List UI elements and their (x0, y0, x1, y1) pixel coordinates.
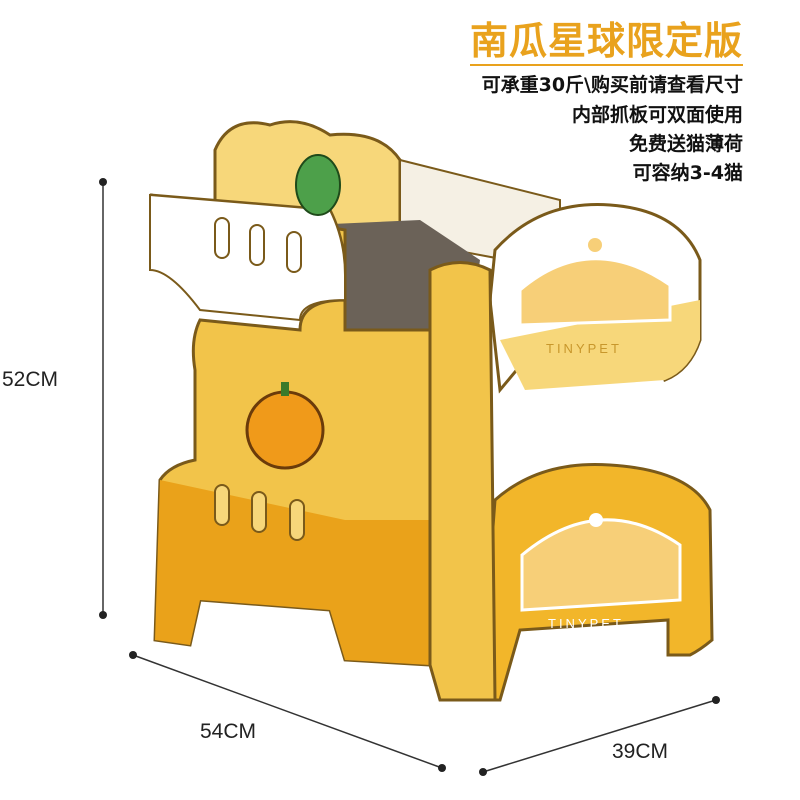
feature-1: 可承重30斤\购买前请查看尺寸 (481, 74, 743, 96)
dinosaur-icon (295, 154, 341, 216)
crown-icon (520, 518, 682, 612)
side-holes (214, 217, 305, 541)
pumpkin-icon (245, 382, 325, 470)
crown-icon (518, 257, 672, 327)
dimension-endpoints (99, 178, 720, 776)
feature-4: 可容纳3-4猫 (632, 162, 743, 184)
dimension-lines (102, 182, 717, 773)
corner-post (428, 261, 497, 702)
brand-lower: TINYPET (548, 616, 624, 631)
feature-2: 内部抓板可双面使用 (571, 104, 743, 126)
height-label: 52CM (2, 368, 59, 391)
depth-label: 39CM (612, 740, 669, 763)
bow-icon (588, 238, 602, 252)
brand-upper: TINYPET (546, 341, 622, 356)
width-label: 54CM (200, 720, 257, 743)
bow-icon (589, 513, 603, 527)
product-title: 南瓜星球限定版 (469, 18, 743, 66)
feature-3: 免费送猫薄荷 (628, 133, 743, 155)
